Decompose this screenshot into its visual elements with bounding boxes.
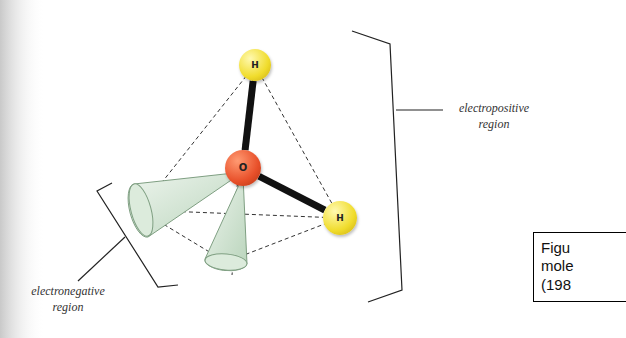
tetrahedron-dashes (140, 65, 340, 275)
region-label: electropositive region (444, 101, 544, 132)
atom-sphere: O (225, 150, 261, 186)
figure-caption: Figu mole (198 (541, 239, 581, 294)
atom-symbol: H (336, 214, 344, 223)
lone-pair-lobes (124, 172, 247, 272)
region-brackets (78, 31, 443, 302)
covalent-bond (259, 176, 325, 210)
atom-symbol: O (239, 163, 248, 173)
atom-sphere: H (239, 49, 271, 81)
region-label: electronegative region (20, 284, 116, 315)
atom-symbol: H (251, 61, 259, 70)
caption-box: Figu mole (198 (533, 232, 626, 302)
atom-sphere: H (323, 201, 357, 235)
covalent-bond (245, 81, 253, 150)
